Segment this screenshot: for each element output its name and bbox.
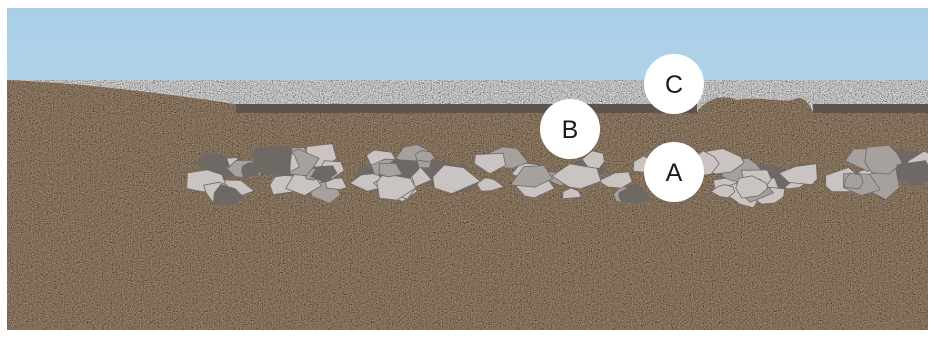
cap-liner-right — [813, 104, 928, 113]
soil-mound — [697, 97, 813, 112]
soil-layer — [7, 80, 928, 330]
marker-b-label: B — [562, 116, 579, 144]
marker-c-label: C — [665, 71, 683, 99]
marker-a: A — [644, 142, 704, 202]
cross-section-diagram: B C A — [7, 8, 928, 330]
marker-b: B — [540, 99, 600, 159]
marker-c: C — [644, 54, 704, 114]
rock — [253, 145, 292, 174]
cap-liner — [236, 104, 698, 113]
marker-a-label: A — [666, 159, 683, 187]
